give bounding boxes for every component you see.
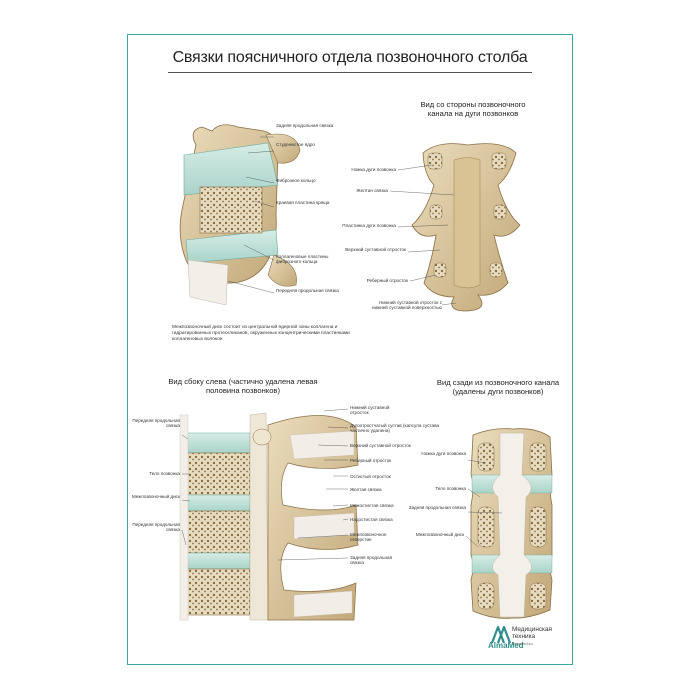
- label-side-disc: Межпозвоночный диск: [131, 494, 180, 499]
- disc-note: Межпозвоночный диск состоит из центральн…: [172, 325, 350, 342]
- label-side-ligamentum-flavum: Желтая связка: [350, 487, 382, 492]
- disc-illustration: [179, 124, 301, 306]
- label-side-foramen: Межпозвоночное отверстие: [350, 532, 387, 543]
- label-canal-costal-process: Реберный отросток: [366, 278, 408, 283]
- label-canal-ligamentum-flavum: Желтая связка: [356, 188, 388, 193]
- brand-logo-mark: [490, 625, 512, 644]
- label-canal-inferior-process: Нижний суставной отросток с нижней суста…: [371, 300, 442, 311]
- label-side-supraspinous-ligament: Надостистая связка: [350, 517, 393, 522]
- illustrations: [179, 124, 553, 644]
- posterior-illustration: [465, 428, 553, 619]
- label-post-pedicle: Ножка дуги позвонка: [421, 451, 466, 456]
- label-canal-superior-process: Верхний суставной отросток: [345, 247, 406, 252]
- label-post-disc: Межпозвоночный диск: [415, 532, 464, 537]
- label-disc-anterior-ligament: Передняя продольная связка: [276, 288, 339, 293]
- label-collagen-lamellae: Коллагеновые пластины фиброзного кольца: [276, 254, 329, 265]
- page-title: Связки поясничного отдела позвоночного с…: [172, 49, 528, 66]
- label-side-interspinous-ligament: Межостистая связка: [350, 503, 394, 508]
- caption-side-view: Вид сбоку слева (частично удалена левая …: [168, 377, 318, 395]
- label-annulus: Фиброзное кольцо: [276, 178, 316, 183]
- label-canal-pedicle: Ножка дуги позвонка: [351, 167, 396, 172]
- title-underline: [168, 72, 532, 73]
- label-canal-lamina: Пластинка дуги позвонка: [342, 223, 396, 228]
- poster-frame: Связки поясничного отдела позвоночного с…: [127, 34, 573, 665]
- label-nucleus: Студенистое ядро: [276, 142, 315, 147]
- label-side-facet-joint: Дугоотростчатый сустав (капсула сустава …: [350, 423, 440, 434]
- caption-canal-view: Вид со стороны позвоночного канала на ду…: [420, 100, 526, 118]
- label-side-spinous-process: Остистый отросток: [350, 474, 391, 479]
- label-side-anterior-ligament-top: Передняя продольная связка: [132, 418, 180, 429]
- label-side-inferior-process: Нижний суставной отросток: [350, 405, 390, 416]
- brand-url: almamed.su: [512, 641, 533, 646]
- label-post-vertebral-body: Тело позвонка: [435, 486, 466, 491]
- label-side-anterior-ligament-bottom: Передняя продольная связка: [132, 522, 180, 533]
- brand-line-1: Медицинская: [512, 626, 553, 633]
- label-disc-posterior-ligament: Задняя продольная связка: [276, 123, 334, 128]
- side-illustration: [179, 408, 359, 621]
- canal-illustration: [389, 143, 521, 312]
- brand-name: AlmaMed: [488, 641, 524, 650]
- brand-line-2: техника: [512, 633, 536, 640]
- label-side-superior-process: Верхний суставной отросток: [350, 443, 411, 448]
- label-side-posterior-ligament: Задняя продольная связка: [350, 555, 393, 566]
- caption-posterior-view: Вид сзади из позвоночного канала (удален…: [436, 378, 560, 396]
- label-side-vertebral-body: Тело позвонка: [149, 471, 180, 476]
- brand-block: AlmaMed Медицинская техника almamed.su: [488, 626, 570, 654]
- label-side-costal-process: Реберный отросток: [350, 458, 392, 463]
- label-endplate: Краевая пластина кряща: [276, 200, 330, 205]
- label-post-posterior-ligament: Задняя продольная связка: [408, 505, 466, 510]
